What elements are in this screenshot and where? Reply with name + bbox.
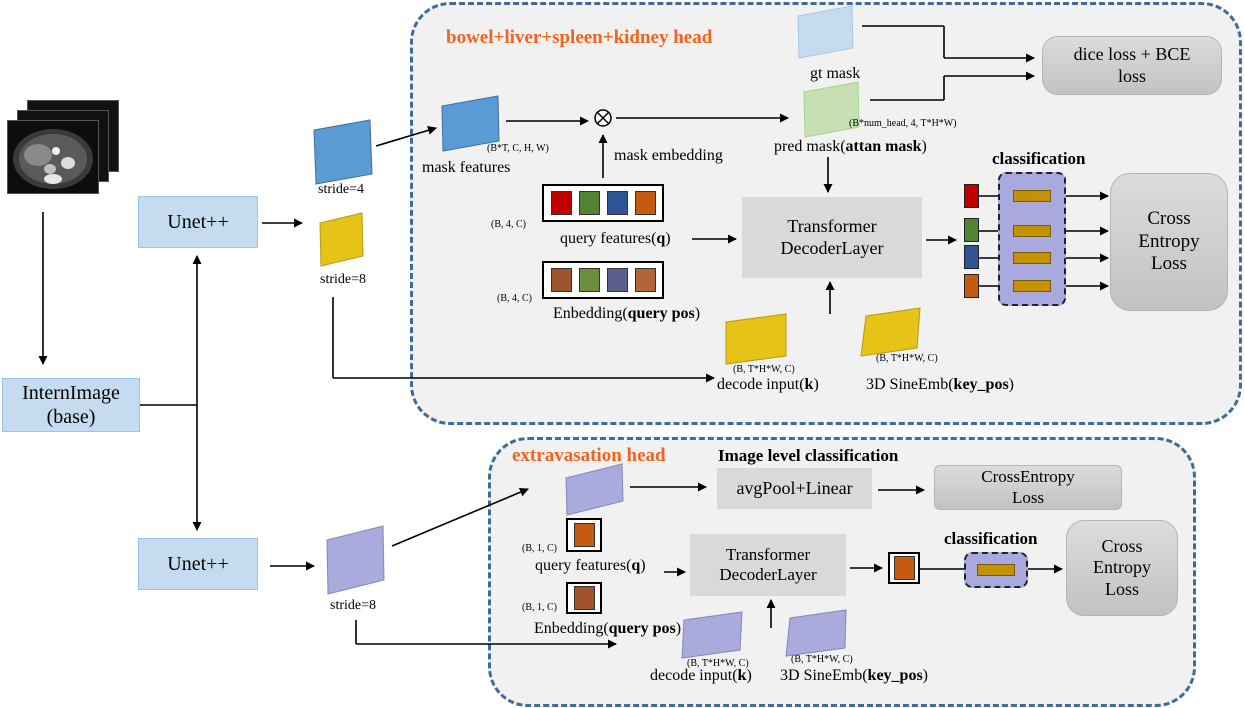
decode-input-shape-bottom: (B, T*H*W, C) <box>687 658 749 669</box>
sine-emb-map <box>860 307 921 357</box>
pred-mask-label: pred mask(attan mask) <box>774 138 927 155</box>
output-token-bottom <box>893 556 915 580</box>
output-token-green <box>964 218 979 242</box>
query-token-3 <box>606 191 628 215</box>
stride4-feature <box>313 119 373 185</box>
query-features-group <box>542 184 664 222</box>
unet-top: Unet++ <box>138 196 258 248</box>
stride8-label: stride=8 <box>320 272 366 287</box>
query-features-group-bottom <box>566 518 602 552</box>
embed-token-4 <box>634 268 656 292</box>
cross-entropy-loss-top: Cross Entropy Loss <box>1110 173 1228 311</box>
unet-bottom: Unet++ <box>138 538 258 590</box>
decode-input-label: decode input(k) <box>717 376 819 393</box>
embedding-shape: (B, 4, C) <box>497 293 532 304</box>
pred-mask-shape: (B*num_head, 4, T*H*W) <box>849 118 957 129</box>
mask-features-map <box>441 95 500 152</box>
transformer-decoder-top: Transformer DecoderLayer <box>742 197 922 278</box>
pred-mask-map <box>803 81 860 138</box>
embedding-shape-bottom: (B, 1, C) <box>522 602 557 613</box>
ct-scan-stack <box>5 100 119 195</box>
embed-token-1 <box>550 268 572 292</box>
embed-token-2 <box>578 268 600 292</box>
query-features-label-bottom: query features(q) <box>535 557 646 574</box>
query-token-1 <box>550 191 572 215</box>
class-bar-3 <box>1013 252 1051 264</box>
embed-token-3 <box>606 268 628 292</box>
decode-input-shape: (B, T*H*W, C) <box>733 364 795 375</box>
dice-bce-loss-box: dice loss + BCE loss <box>1042 36 1222 95</box>
sine-emb-label-bottom: 3D SineEmb(key_pos) <box>780 667 928 684</box>
query-token-4 <box>634 191 656 215</box>
class-bar-bottom <box>977 564 1015 576</box>
class-bar-1 <box>1013 190 1051 202</box>
embedding-group <box>542 261 664 299</box>
organ-head-title: bowel+liver+spleen+kidney head <box>446 27 713 48</box>
decode-input-map <box>725 313 787 365</box>
otimes-icon <box>594 109 612 127</box>
image-level-title: Image level classification <box>718 446 899 465</box>
embed-token-bottom <box>573 586 595 610</box>
stride8b-feature <box>326 525 385 595</box>
sine-emb-shape-bottom: (B, T*H*W, C) <box>791 654 853 665</box>
query-features-label: query features(q) <box>560 230 671 247</box>
embedding-group-bottom <box>566 582 602 614</box>
decode-input-map-bottom <box>681 611 743 659</box>
mask-features-label: mask features <box>422 159 511 176</box>
query-shape-bottom: (B, 1, C) <box>522 543 557 554</box>
mask-features-shape: (B*T, C, H, W) <box>487 143 549 154</box>
query-shape: (B, 4, C) <box>491 219 526 230</box>
image-level-feature <box>565 463 624 516</box>
output-token-red <box>964 184 979 208</box>
transformer-decoder-bottom: Transformer DecoderLayer <box>690 534 846 596</box>
sine-emb-label: 3D SineEmb(key_pos) <box>866 376 1014 393</box>
stride8b-label: stride=8 <box>330 598 376 613</box>
internimage-backbone: InternImage (base) <box>2 378 140 432</box>
output-token-orange <box>964 274 979 298</box>
sine-emb-map-bottom <box>785 609 847 657</box>
class-bar-4 <box>1013 280 1051 292</box>
avgpool-linear-box: avgPool+Linear <box>717 468 872 509</box>
classification-title-top: classification <box>992 149 1086 168</box>
class-bar-2 <box>1013 225 1051 237</box>
sine-emb-shape: (B, T*H*W, C) <box>876 353 938 364</box>
embedding-label: Enbedding(query pos) <box>553 305 701 322</box>
query-token-2 <box>578 191 600 215</box>
gt-mask-map <box>797 5 854 59</box>
cross-entropy-loss-bottom: Cross Entropy Loss <box>1066 520 1178 616</box>
output-token-blue <box>964 245 979 269</box>
stride8-feature <box>319 212 364 267</box>
output-token-group-bottom <box>888 552 920 584</box>
ct-slice-image <box>7 120 99 194</box>
query-token-bottom <box>573 523 595 547</box>
stride4-label: stride=4 <box>318 182 364 197</box>
classification-title-bottom: classification <box>944 529 1038 548</box>
cross-entropy-loss-image-level: CrossEntropy Loss <box>934 465 1122 510</box>
gt-mask-label: gt mask <box>810 65 861 82</box>
mask-embedding-label: mask embedding <box>614 147 723 164</box>
embedding-label-bottom: Enbedding(query pos) <box>534 620 682 637</box>
decode-input-label-bottom: decode input(k) <box>650 667 752 684</box>
extravasation-head-title: extravasation head <box>512 445 666 466</box>
